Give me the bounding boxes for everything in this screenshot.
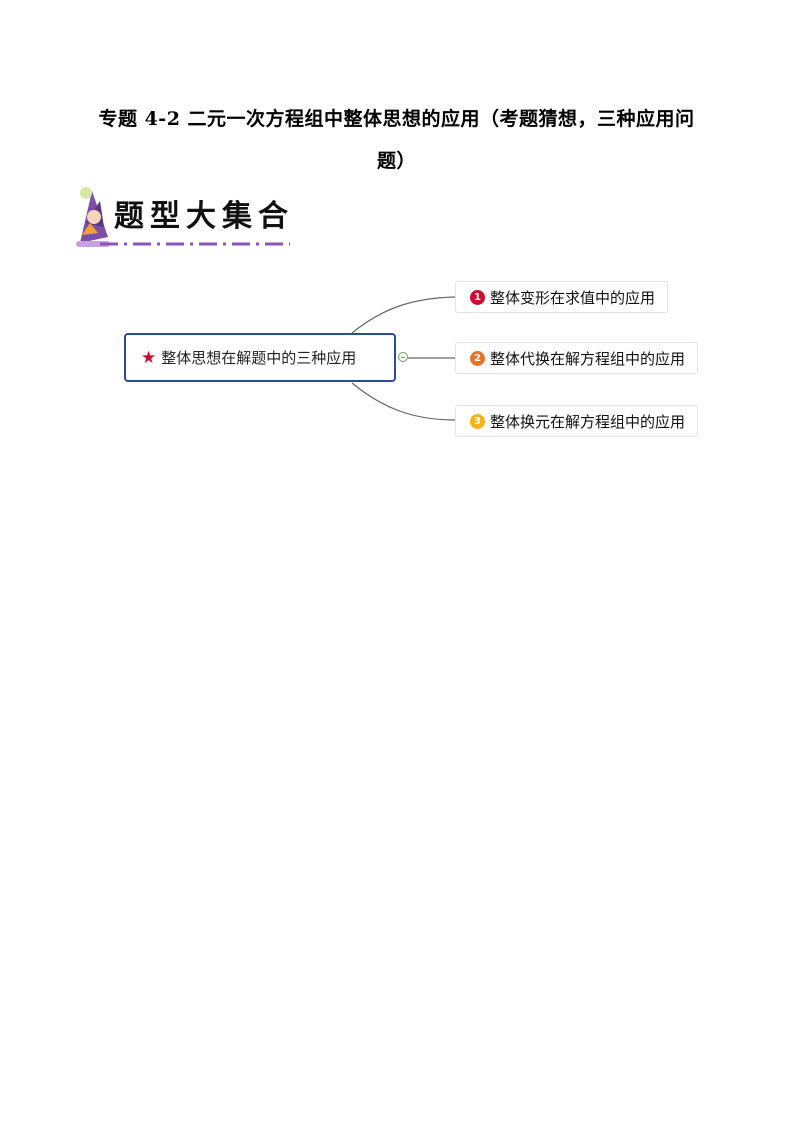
branch-label-1: 整体变形在求值中的应用 (490, 288, 656, 307)
banner-underline (100, 242, 290, 246)
banner-title: 题型大集合 (114, 199, 294, 234)
number-3-icon: 3 (470, 413, 485, 429)
connector-3 (351, 382, 456, 421)
branch-label-3: 整体换元在解方程组中的应用 (490, 412, 686, 431)
document-title: 专题 4-2 二元一次方程组中整体思想的应用（考题猜想，三种应用问 题） (70, 98, 723, 182)
branch-node-1[interactable]: 1 整体变形在求值中的应用 (455, 281, 669, 313)
branch-node-3[interactable]: 3 整体换元在解方程组中的应用 (455, 405, 699, 437)
wizard-mascot-icon (76, 187, 110, 247)
number-1-icon: 1 (470, 289, 485, 305)
branch-label-2: 整体代换在解方程组中的应用 (490, 349, 686, 368)
central-topic-label: 整体思想在解题中的三种应用 (161, 349, 357, 367)
branch-node-2[interactable]: 2 整体代换在解方程组中的应用 (455, 342, 699, 374)
section-banner: 题型大集合 (72, 183, 297, 255)
central-topic-node[interactable]: ★ 整体思想在解题中的三种应用 (124, 333, 396, 382)
number-2-icon: 2 (470, 350, 485, 366)
star-icon: ★ (141, 347, 157, 368)
title-line-1: 专题 4-2 二元一次方程组中整体思想的应用（考题猜想，三种应用问 (98, 108, 695, 130)
title-line-2: 题） (376, 150, 416, 172)
collapse-toggle-icon[interactable] (398, 352, 408, 362)
connector-1 (351, 296, 456, 334)
